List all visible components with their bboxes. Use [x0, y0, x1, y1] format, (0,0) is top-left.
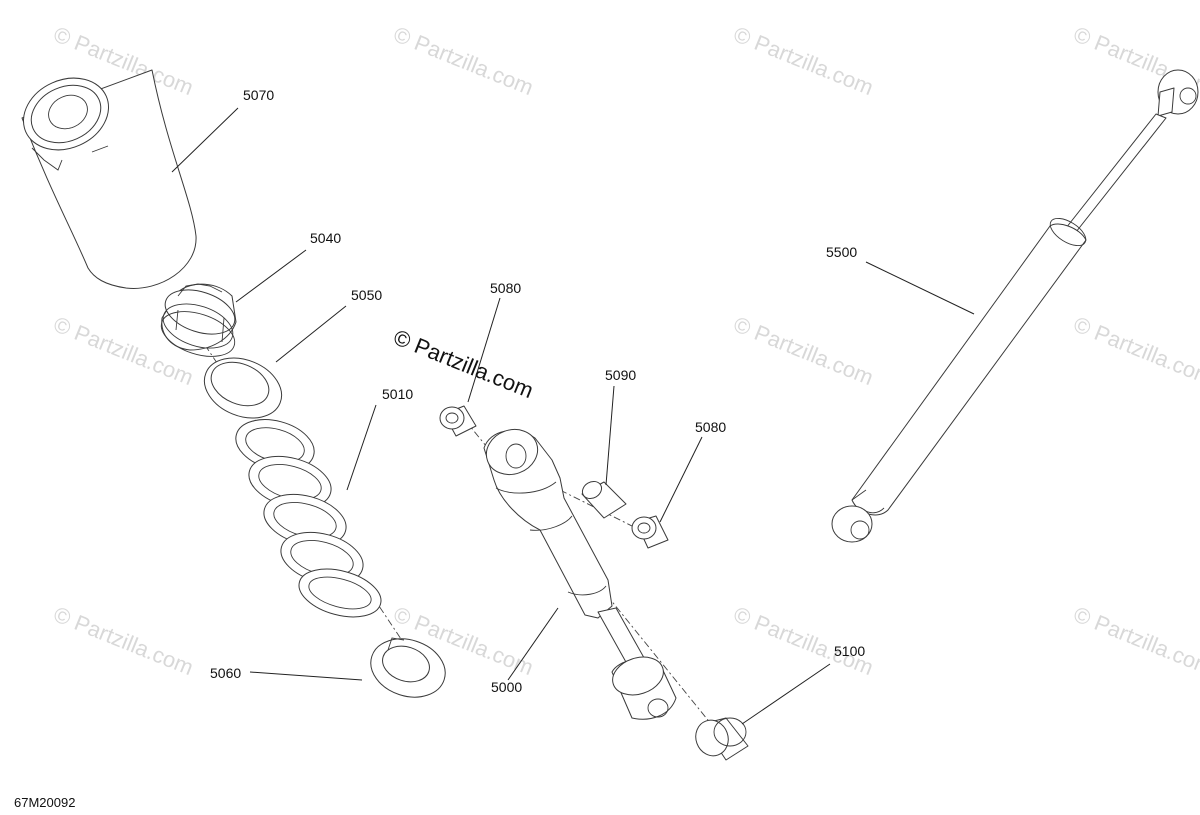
part-5500-shock-absorber [831, 69, 1199, 543]
part-5010-coil-spring [235, 419, 382, 618]
part-5060-lower-ring [370, 637, 446, 698]
callout-5500: 5500 [826, 244, 857, 260]
callout-5070: 5070 [243, 87, 274, 103]
watermark: © Partzilla.com [730, 601, 877, 680]
callout-5050: 5050 [351, 287, 382, 303]
callout-5090: 5090 [605, 367, 636, 383]
part-5090-sleeve [581, 480, 627, 519]
callout-5040: 5040 [310, 230, 341, 246]
callout-5080: 5080 [695, 419, 726, 435]
watermark: © Partzilla.com [730, 311, 877, 390]
callout-labels: 5070 5040 5050 5010 5060 5080 5090 5080 … [210, 87, 865, 695]
part-5040-spring-seat [160, 283, 237, 357]
callout-5000: 5000 [491, 679, 522, 695]
part-5050-ring [203, 357, 283, 419]
part-5080-bushing-upper [439, 405, 477, 437]
part-5080-bushing-lower [631, 515, 669, 549]
callout-5100: 5100 [834, 643, 865, 659]
watermark: © Partzilla.com [1070, 601, 1200, 680]
drawing-code: 67M20092 [14, 795, 76, 810]
watermark: © Partzilla.com [730, 21, 877, 100]
leader-lines [171, 107, 975, 725]
watermark: © Partzilla.com [390, 21, 537, 100]
watermark: © Partzilla.com [1070, 311, 1200, 390]
part-5070-boot [21, 69, 197, 289]
watermark: © Partzilla.com [50, 601, 197, 680]
callout-5080: 5080 [490, 280, 521, 296]
part-5100-bushing [695, 717, 749, 761]
part-5000-shock-body [483, 428, 677, 720]
callout-5010: 5010 [382, 386, 413, 402]
callout-5060: 5060 [210, 665, 241, 681]
watermark-group: © Partzilla.com © Partzilla.com © Partzi… [50, 21, 1200, 680]
